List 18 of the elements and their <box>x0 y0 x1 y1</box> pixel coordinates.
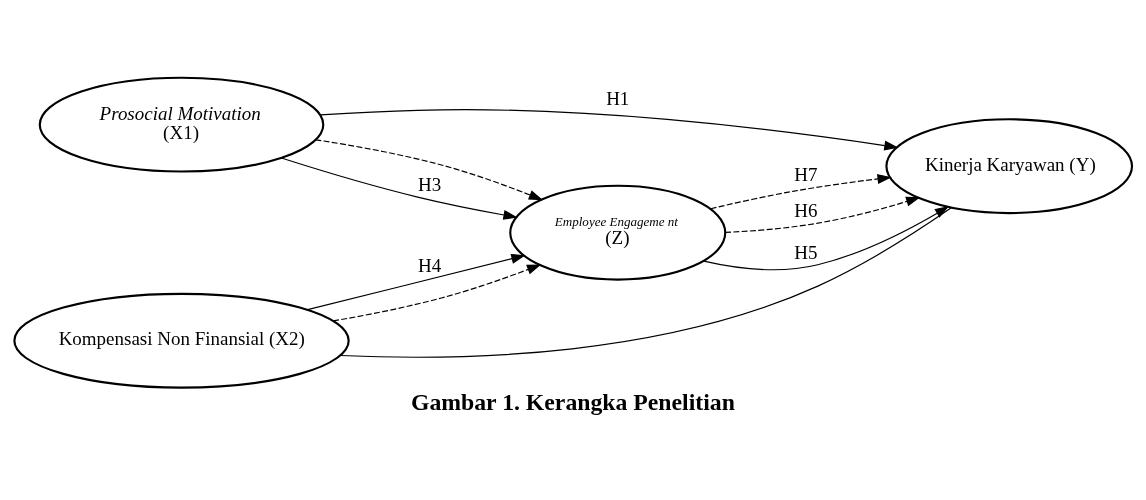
connector <box>339 206 952 358</box>
caption: Gambar 1. Kerangka Penelitian <box>410 388 735 415</box>
arrow <box>710 173 892 209</box>
edge-label: H6 <box>794 199 818 221</box>
node-ellipse: Kompensasi Non Finansial (X2) <box>13 292 350 389</box>
edge-label: H4 <box>417 254 442 276</box>
arrow <box>314 138 544 200</box>
edge-label: H1 <box>606 87 630 109</box>
node-ellipse: Prosocial Motivation (X1) <box>38 76 325 173</box>
arrow <box>319 108 899 150</box>
edge-label: H7 <box>794 163 818 185</box>
arrow <box>703 205 950 270</box>
edge-label: H5 <box>794 241 818 263</box>
arrow <box>332 263 542 321</box>
edge-label: H3 <box>417 173 442 195</box>
arrow <box>280 156 518 220</box>
arrow <box>724 196 921 233</box>
arrow <box>307 253 526 310</box>
